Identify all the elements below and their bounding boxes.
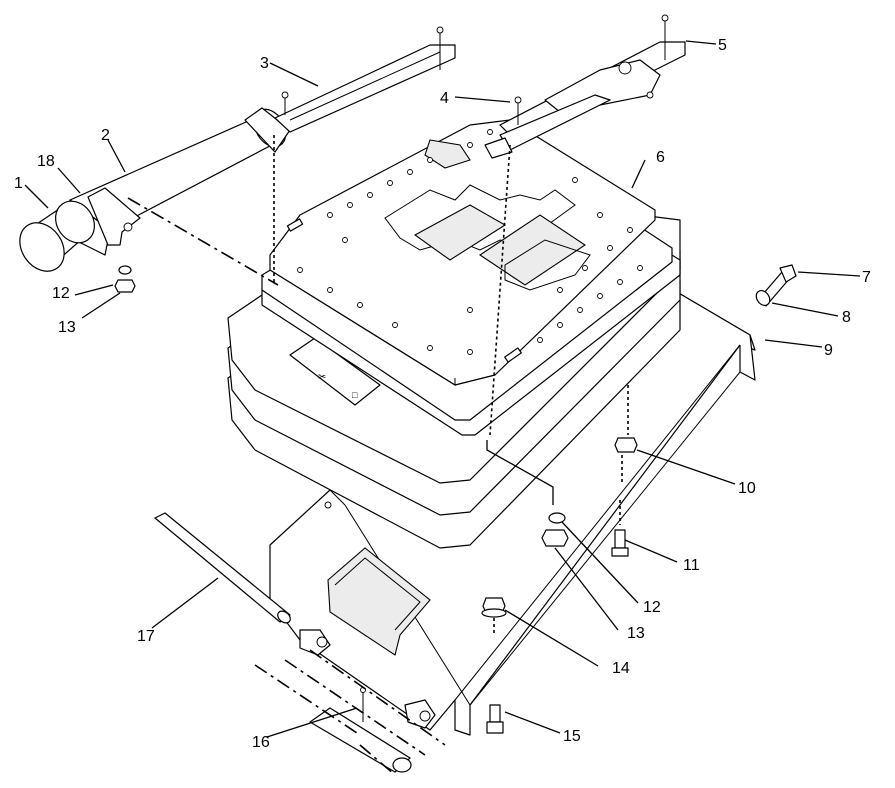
slide-tube-assembly: [19, 107, 291, 272]
slide-rail-left: [274, 26, 456, 133]
base-bracket: [269, 284, 756, 736]
callout-14: 14: [612, 660, 630, 677]
seat-mounting-plate: [269, 119, 656, 386]
callout-11: 11: [683, 557, 700, 574]
callout-8: 8: [842, 309, 851, 326]
bolt-washer-7-8: [755, 264, 797, 307]
callout-13-left: 13: [58, 319, 76, 336]
callout-7: 7: [862, 269, 871, 286]
assembly-center-lines: [127, 135, 629, 776]
pivot-rod: [154, 512, 412, 773]
callout-12-left: 12: [52, 285, 70, 302]
callout-1: 1: [14, 175, 23, 192]
callout-16: 16: [252, 734, 270, 751]
callout-6: 6: [656, 149, 665, 166]
callout-2: 2: [101, 127, 110, 144]
svg-text:✂: ✂: [318, 372, 326, 383]
callout-13-center: 13: [627, 625, 645, 642]
callout-labels: 1 2 3 4 5 6 7 8 9 10 11 12 12 13 13 14 1…: [14, 37, 871, 751]
callout-10: 10: [738, 480, 756, 497]
callout-12-center: 12: [643, 599, 661, 616]
callout-9: 9: [824, 342, 833, 359]
svg-text:□: □: [352, 390, 358, 400]
callout-18: 18: [37, 153, 55, 170]
callout-5: 5: [718, 37, 727, 54]
slide-rail-right-latch: [484, 14, 686, 159]
callout-15: 15: [563, 728, 581, 745]
callout-leaders: [24, 40, 861, 738]
callout-3: 3: [260, 55, 269, 72]
callout-17: 17: [137, 628, 155, 645]
hardware-fasteners: [114, 265, 638, 734]
callout-4: 4: [440, 90, 449, 107]
